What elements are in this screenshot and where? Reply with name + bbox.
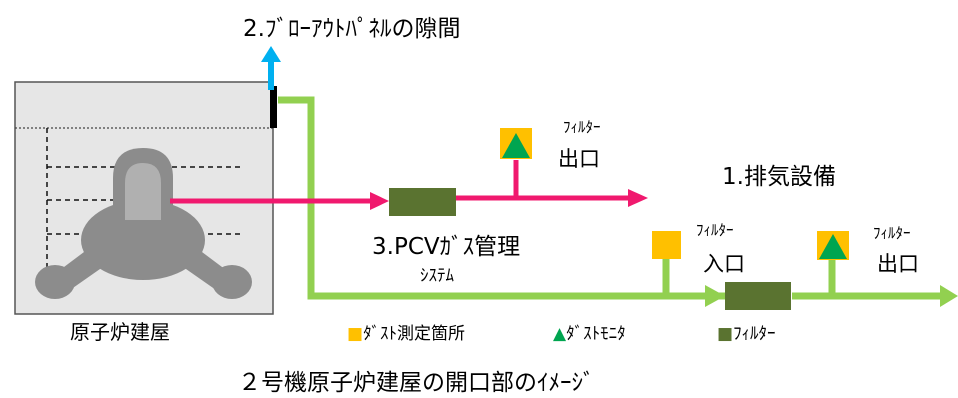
pcv-filter-label: ﾌｨﾙﾀｰ xyxy=(563,118,601,136)
pcv-arrow-head xyxy=(370,192,389,210)
reactor-containment xyxy=(35,148,252,299)
exhaust-filter xyxy=(725,282,791,310)
building-label: 原子炉建屋 xyxy=(70,320,170,344)
legend-dust-point: ■ﾀﾞｽﾄ測定箇所 xyxy=(347,324,465,344)
dust-point-inlet xyxy=(652,231,681,259)
blowout-panel xyxy=(270,86,277,128)
blowout-arrow xyxy=(261,46,281,90)
dust-monitor-outlet-icon xyxy=(819,234,847,259)
exhaust-system-label: 1.排気設備 xyxy=(722,164,836,190)
outlet-label: 出口 xyxy=(877,252,919,276)
exhaust-arrow-head xyxy=(705,285,725,307)
dust-monitor-pcv-icon xyxy=(502,133,530,158)
pcv-system-label-2: ｼｽﾃﾑ xyxy=(420,266,454,286)
pcv-outlet-label: 出口 xyxy=(558,147,600,171)
legend: ■ﾀﾞｽﾄ測定箇所 ▲ﾀﾞｽﾄﾓﾆﾀ ■ﾌｨﾙﾀｰ xyxy=(347,324,776,344)
outlet-filter-label: ﾌｨﾙﾀｰ xyxy=(873,224,911,242)
inlet-label: 入口 xyxy=(703,252,745,276)
reactor-building xyxy=(14,81,274,315)
exhaust-duct xyxy=(278,96,725,300)
legend-dust-monitor: ▲ﾀﾞｽﾄﾓﾆﾀ xyxy=(553,324,626,344)
blowout-label: 2.ﾌﾞﾛｰｱｳﾄﾊﾟﾈﾙの隙間 xyxy=(243,16,460,42)
exhaust-outlet-arrow xyxy=(940,285,958,307)
pcv-filter xyxy=(389,188,456,216)
legend-filter: ■ﾌｨﾙﾀｰ xyxy=(717,324,776,344)
diagram-caption: ２号機原子炉建屋の開口部のｲﾒｰｼﾞ xyxy=(238,370,595,396)
pcv-system-label: 3.PCVｶﾞｽ管理 xyxy=(372,234,520,260)
inlet-filter-label: ﾌｨﾙﾀｰ xyxy=(696,221,734,239)
pcv-outlet-arrow xyxy=(628,189,648,207)
